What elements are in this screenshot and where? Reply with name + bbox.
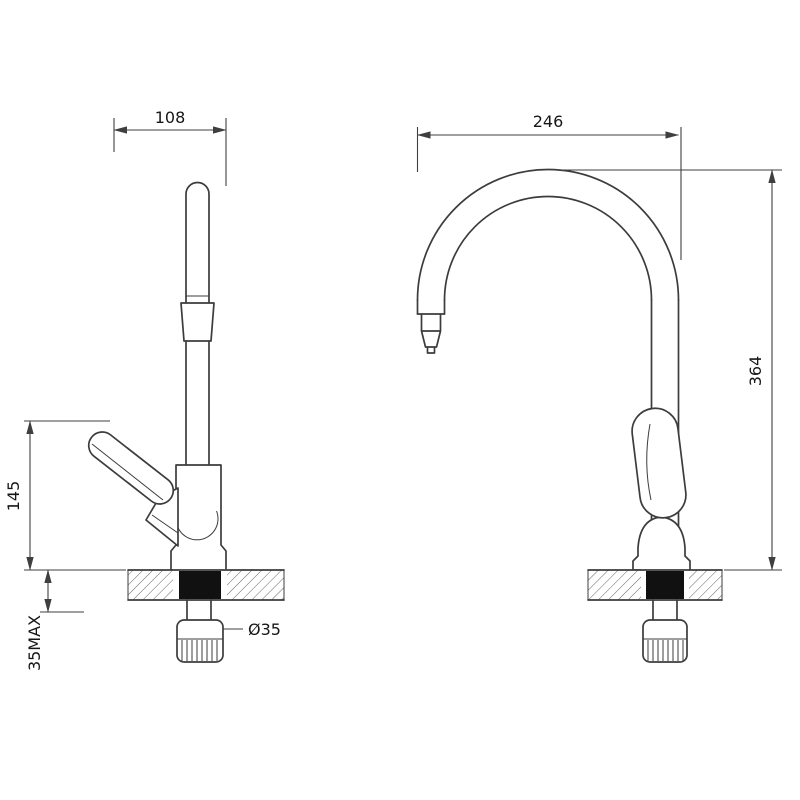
front-spout-drop xyxy=(416,299,446,315)
front-shank xyxy=(652,599,678,621)
front-mounting-gasket xyxy=(646,571,684,599)
side-spout-outline xyxy=(185,181,210,466)
faucet-front-view xyxy=(416,168,723,663)
front-spout-aerator xyxy=(416,313,446,354)
dim-side-top-width: 108 xyxy=(113,108,227,186)
dim-35max-label: 35MAX xyxy=(25,615,44,671)
side-nut-knurling xyxy=(181,640,218,661)
front-body-dome xyxy=(632,516,691,571)
side-mounting-nut xyxy=(176,619,224,663)
dim-front-overall-height: 364 xyxy=(552,169,782,571)
dim-mount-max-thickness: 35MAX xyxy=(25,569,84,671)
side-handle-lever xyxy=(87,431,175,505)
side-mounting-gasket xyxy=(179,571,221,599)
dim-145-label: 145 xyxy=(4,481,23,512)
side-shank xyxy=(186,599,212,621)
front-gooseneck-outer-arc xyxy=(416,168,680,301)
faucet-side-view xyxy=(87,181,285,663)
front-handle-lever xyxy=(631,407,687,519)
dimension-annotations: 108 145 35MAX Ø35 246 xyxy=(4,108,782,671)
dim-dia35-label: Ø35 xyxy=(248,620,281,639)
dim-side-handle-height: 145 xyxy=(4,420,126,571)
side-spout-collar xyxy=(180,302,215,342)
side-countertop-edge-lines xyxy=(127,570,285,600)
front-gooseneck-inner-arc xyxy=(443,195,653,301)
front-nut-knurling xyxy=(647,640,684,661)
side-handle-lever-edge-line xyxy=(91,443,164,501)
front-handle-edge-line xyxy=(646,423,652,501)
dim-front-top-width: 246 xyxy=(416,112,682,260)
dim-364-label: 364 xyxy=(746,356,765,387)
front-countertop-edge-lines xyxy=(587,570,723,600)
front-mounting-nut xyxy=(642,619,688,663)
dim-246-label: 246 xyxy=(533,112,564,131)
dim-shank-diameter: Ø35 xyxy=(223,620,281,639)
side-handle-connector-line xyxy=(151,514,179,534)
dim-108-label: 108 xyxy=(155,108,186,127)
